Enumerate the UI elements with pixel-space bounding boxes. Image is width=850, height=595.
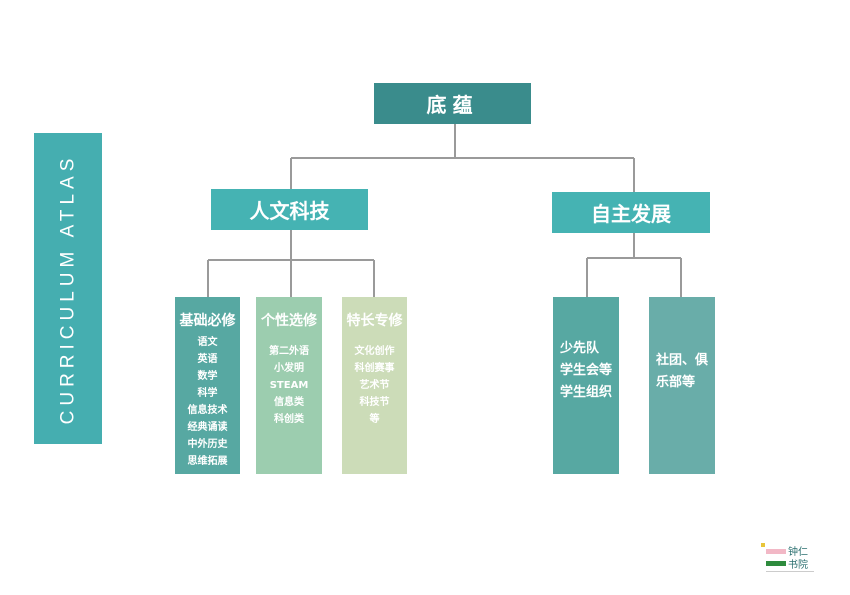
list-item: 中外历史 <box>187 439 228 450</box>
list-item: 艺术节 <box>359 380 390 391</box>
list-item: 信息类 <box>274 397 304 408</box>
leaf-line: 少先队 <box>559 340 599 356</box>
list-item: 等 <box>369 414 380 425</box>
list-item: 经典诵读 <box>187 422 228 433</box>
list-item: 科创类 <box>274 414 304 425</box>
list-item: 文化创作 <box>354 346 395 357</box>
branch-label: 自主发展 <box>591 202 671 226</box>
list-item: STEAM <box>269 380 309 391</box>
leaf-line: 学生会等 <box>559 362 612 378</box>
leaf-line: 乐部等 <box>655 374 695 390</box>
leaf-text-group: 少先队 学生会等 学生组织 <box>560 338 612 404</box>
leaf-young-pioneers: 少先队 学生会等 学生组织 <box>553 297 619 474</box>
school-logo: 钟仁 书院 <box>761 543 814 572</box>
list-item: 第二外语 <box>269 346 309 357</box>
leaf-basic-required: 基础必修 语文 英语 数学 科学 信息技术 经典诵读 中外历史 思维拓展 <box>175 297 240 474</box>
list-item: 英语 <box>197 354 218 365</box>
leaf-line: 社团、俱 <box>655 352 708 368</box>
list-item: 小发明 <box>274 363 304 374</box>
side-banner-text: CURRICULUM ATLAS <box>57 153 79 424</box>
leaf-title: 基础必修 <box>179 313 236 329</box>
branch-self-development: 自主发展 <box>552 192 710 233</box>
list-item: 科学 <box>197 388 218 399</box>
list-item: 科技节 <box>359 397 390 408</box>
branch-label: 人文科技 <box>249 199 330 223</box>
list-item: 科创赛事 <box>354 363 395 374</box>
root-label: 底蕴 <box>426 93 479 117</box>
list-item: 语文 <box>197 337 218 348</box>
logo-text-top: 钟仁 <box>788 545 808 558</box>
leaf-title: 个性选修 <box>261 313 317 329</box>
leaf-title: 特长专修 <box>346 313 403 329</box>
side-banner: CURRICULUM ATLAS <box>34 133 102 444</box>
leaf-personal-elective: 个性选修 第二外语 小发明 STEAM 信息类 科创类 <box>256 297 322 474</box>
branch-humanities-technology: 人文科技 <box>211 189 368 230</box>
root-node: 底蕴 <box>374 83 531 124</box>
leaf-line: 学生组织 <box>559 384 612 400</box>
logo-text-bottom: 书院 <box>788 558 808 571</box>
leaf-text-group: 社团、俱 乐部等 <box>656 350 708 394</box>
leaf-specialty-major: 特长专修 文化创作 科创赛事 艺术节 科技节 等 <box>342 297 407 474</box>
list-item: 思维拓展 <box>187 456 228 467</box>
list-item: 信息技术 <box>187 405 228 416</box>
list-item: 数学 <box>197 371 218 382</box>
leaf-clubs: 社团、俱 乐部等 <box>649 297 715 474</box>
